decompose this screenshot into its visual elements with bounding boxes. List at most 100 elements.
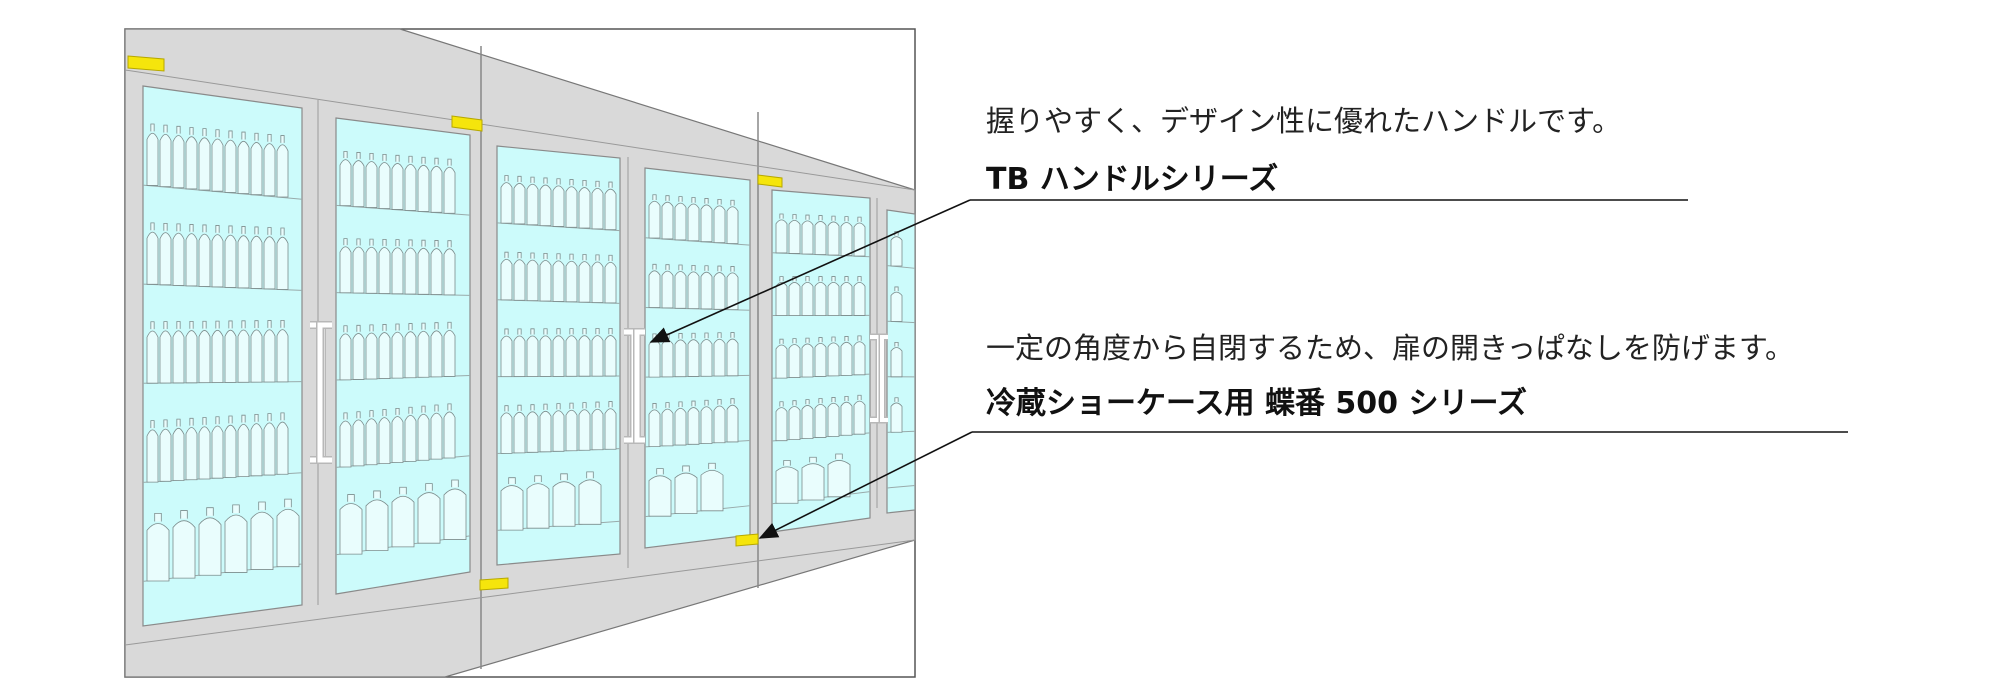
bottle [263, 413, 276, 476]
bottle [827, 215, 840, 256]
bottle [700, 265, 713, 310]
bottle [801, 456, 825, 501]
bottle [565, 402, 578, 452]
bottle [840, 336, 853, 376]
bottle [276, 227, 289, 290]
bottle [172, 418, 185, 481]
bottle [513, 328, 526, 377]
bottle [604, 254, 617, 304]
bottle [352, 152, 365, 207]
bottle [365, 490, 389, 551]
leader-hinge-series [758, 431, 973, 539]
bottle [552, 473, 576, 527]
bottle [500, 175, 513, 224]
bottle [726, 332, 739, 377]
bottle [263, 133, 276, 197]
bottle [513, 175, 526, 225]
bottle [700, 399, 713, 444]
bottle [565, 179, 578, 228]
bottle [726, 398, 739, 443]
bottle [565, 253, 578, 303]
bottle [146, 222, 159, 285]
bottle [674, 264, 687, 309]
bottle [726, 199, 739, 244]
bottle [159, 222, 172, 286]
bottle [391, 154, 404, 210]
bottle [578, 402, 591, 451]
bottle [775, 401, 788, 442]
bottle [827, 397, 840, 437]
bottle [263, 320, 276, 383]
bottle [853, 216, 866, 257]
bottle [404, 239, 417, 295]
bottle [890, 397, 903, 433]
bottle [224, 504, 248, 573]
bottle [237, 320, 250, 383]
bottle [578, 328, 591, 377]
bottle [890, 341, 903, 378]
bottle [430, 322, 443, 378]
bottle [198, 224, 211, 287]
bottle [700, 462, 724, 512]
bottle [224, 130, 237, 193]
bottle [146, 321, 159, 384]
bottle [687, 264, 700, 310]
hinge-series-description: 一定の角度から自閉するため、扉の開きっぱなしを防げます。 [986, 331, 1794, 365]
bottle [552, 328, 565, 377]
bottle [775, 460, 799, 504]
bottle [526, 404, 539, 453]
bottle [250, 414, 263, 477]
bottle [713, 198, 726, 243]
shelf-line [886, 485, 916, 489]
bottle [713, 399, 726, 444]
bottle [378, 153, 391, 209]
bottle [198, 417, 211, 480]
bottle [339, 412, 352, 468]
bottle [352, 238, 365, 294]
bottle [648, 403, 661, 448]
bottle [172, 510, 196, 579]
bottle [591, 180, 604, 230]
bottle [513, 252, 526, 301]
bottle [700, 332, 713, 377]
bottle [211, 320, 224, 383]
bottle [430, 240, 443, 295]
handle-series-title: TB ハンドルシリーズ [986, 162, 1279, 197]
bottle [185, 224, 198, 287]
bottle [591, 328, 604, 377]
bottle [713, 332, 726, 377]
bottle [687, 197, 700, 242]
hinges [127, 55, 783, 591]
bottle [687, 332, 700, 377]
bottle [500, 251, 513, 301]
bottle [890, 286, 903, 322]
bottle [700, 198, 713, 243]
bottle [172, 223, 185, 286]
bottle [539, 328, 552, 377]
bottle [500, 328, 513, 378]
bottle [276, 135, 289, 198]
bottle [591, 254, 604, 303]
bottle [237, 131, 250, 194]
bottle [674, 465, 698, 514]
bottle [552, 403, 565, 452]
bottle [578, 180, 591, 229]
bottle [417, 483, 441, 544]
bottle [775, 213, 788, 254]
bottle [391, 486, 415, 548]
bottle [237, 414, 250, 478]
bottle [788, 338, 801, 378]
bottle [674, 196, 687, 241]
bottle [224, 415, 237, 478]
callout-leaders [649, 199, 1848, 539]
bottle [146, 123, 159, 186]
bottle [801, 337, 814, 378]
bottle [378, 409, 391, 465]
bottle [814, 398, 827, 438]
bottle [417, 239, 430, 295]
bottle [443, 403, 456, 459]
bottle [250, 320, 263, 383]
bottle [378, 324, 391, 379]
bottle [500, 477, 524, 531]
bottle [648, 194, 661, 239]
